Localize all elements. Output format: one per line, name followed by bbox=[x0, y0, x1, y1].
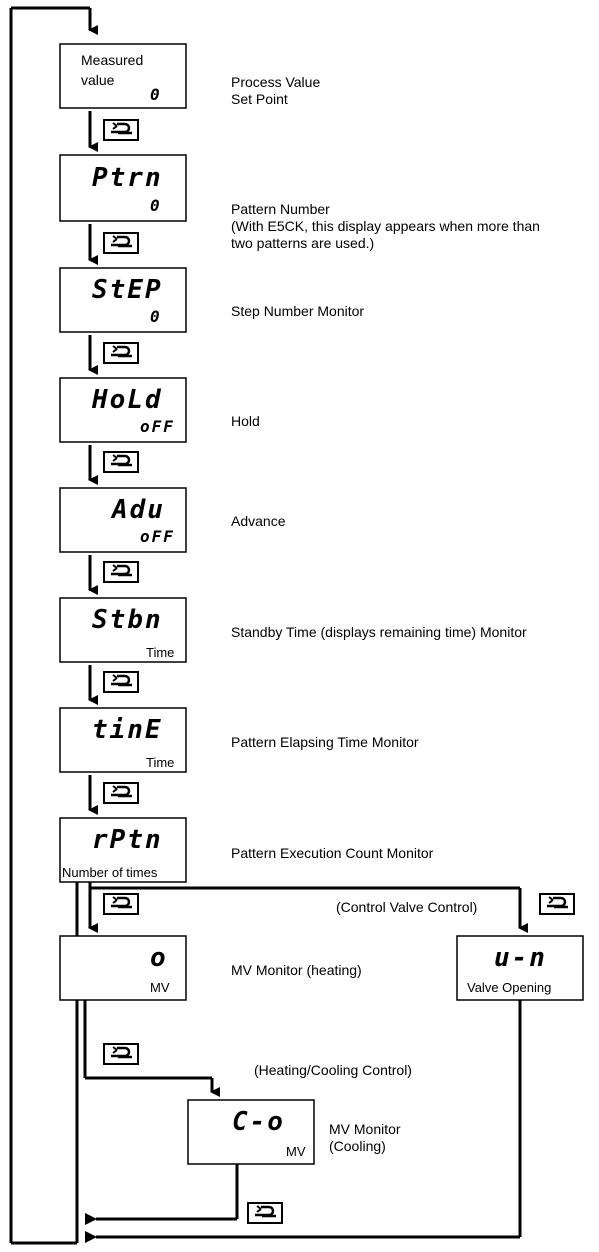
desc-hold: Hold bbox=[231, 413, 260, 429]
hold-value: oFF bbox=[140, 417, 175, 436]
desc-step-number: Step Number Monitor bbox=[231, 303, 365, 319]
desc-mv-cooling-2: (Cooling) bbox=[329, 1138, 386, 1154]
measured-label-1: Measured bbox=[81, 52, 144, 68]
display-rptn bbox=[59, 817, 187, 883]
adu-display: Adu bbox=[112, 495, 165, 525]
display-stbn bbox=[59, 597, 187, 663]
time-unit: Time bbox=[146, 755, 175, 770]
display-time bbox=[59, 707, 187, 773]
desc-advance: Advance bbox=[231, 513, 286, 529]
valve-display: u-n bbox=[494, 943, 547, 973]
desc-execution-count: Pattern Execution Count Monitor bbox=[231, 845, 434, 861]
hold-display: HoLd bbox=[92, 385, 163, 415]
display-boxes bbox=[59, 43, 584, 1165]
display-step bbox=[59, 267, 187, 333]
display-valve bbox=[456, 935, 584, 1001]
rptn-display: rPtn bbox=[92, 825, 163, 855]
connectors bbox=[75, 111, 528, 1243]
valve-unit: Valve Opening bbox=[467, 980, 552, 995]
step-value: 0 bbox=[150, 307, 162, 326]
display-hold bbox=[59, 377, 187, 443]
mv-cooling-display: C-o bbox=[232, 1107, 285, 1137]
desc-pattern-number-note-1: (With E5CK, this display appears when mo… bbox=[231, 218, 540, 234]
desc-process-value: Process Value bbox=[231, 74, 321, 90]
stbn-unit: Time bbox=[146, 645, 175, 660]
adu-value: oFF bbox=[140, 527, 175, 546]
desc-pattern-number: Pattern Number bbox=[231, 201, 330, 217]
display-adu bbox=[59, 487, 187, 553]
desc-mv-heating: MV Monitor (heating) bbox=[231, 962, 362, 978]
rptn-unit: Number of times bbox=[62, 865, 158, 880]
measured-label-2: value bbox=[81, 72, 115, 88]
mv-cooling-unit: MV bbox=[286, 1144, 306, 1159]
stbn-display: Stbn bbox=[92, 605, 163, 635]
display-mv-cooling bbox=[187, 1099, 315, 1165]
mv-heating-display: o bbox=[150, 943, 168, 973]
desc-standby-time: Standby Time (displays remaining time) M… bbox=[231, 624, 527, 640]
ptrn-display: Ptrn bbox=[92, 163, 163, 193]
mv-heating-unit: MV bbox=[150, 980, 170, 995]
display-ptrn bbox=[59, 154, 187, 222]
time-display: tinE bbox=[92, 715, 163, 745]
desc-elapsing-time: Pattern Elapsing Time Monitor bbox=[231, 734, 419, 750]
desc-set-point: Set Point bbox=[231, 91, 288, 107]
desc-pattern-number-note-2: two patterns are used.) bbox=[231, 235, 375, 251]
display-mv-heating bbox=[59, 935, 187, 1001]
desc-mv-cooling-1: MV Monitor bbox=[329, 1121, 401, 1137]
display-measured bbox=[59, 43, 187, 109]
branch-label-heating-cooling: (Heating/Cooling Control) bbox=[254, 1062, 412, 1078]
measured-value: 0 bbox=[150, 85, 162, 104]
branch-label-valve: (Control Valve Control) bbox=[336, 899, 478, 915]
step-display: StEP bbox=[92, 275, 163, 305]
ptrn-value: 0 bbox=[150, 196, 162, 215]
